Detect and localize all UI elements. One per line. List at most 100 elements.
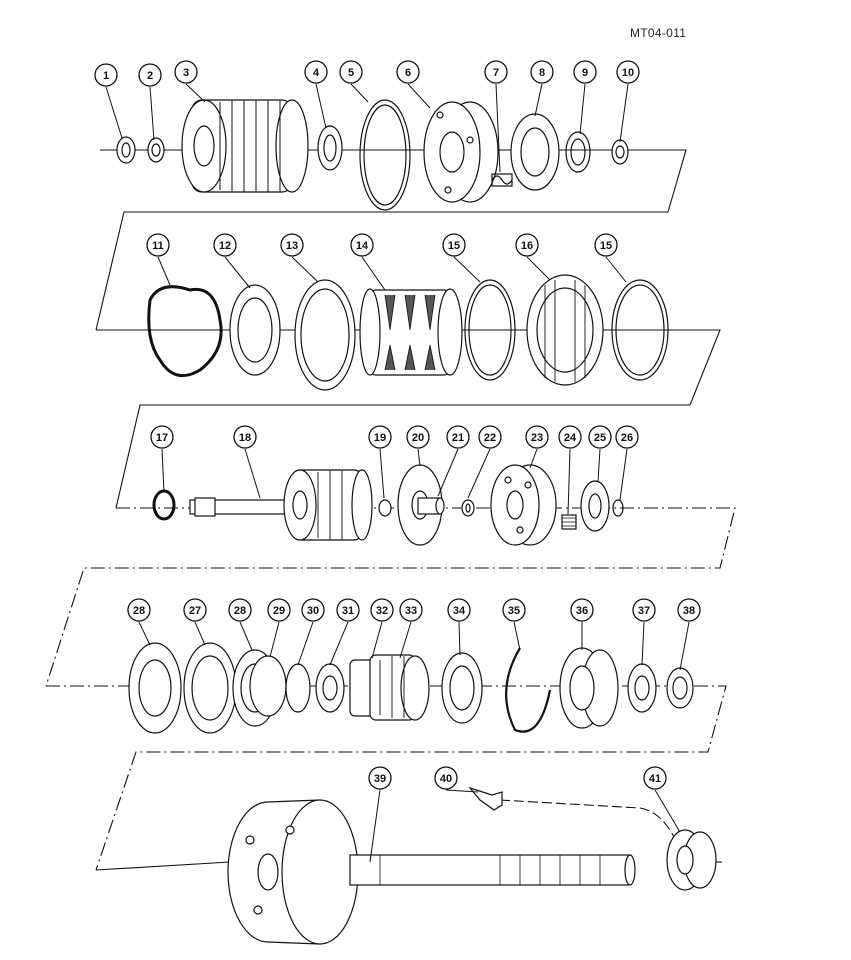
callout-number: 34 (453, 605, 466, 617)
callout-29: 29 (267, 598, 291, 622)
callout-number: 15 (600, 240, 612, 252)
callout-circle (447, 598, 471, 622)
callout-number: 14 (356, 240, 369, 252)
callout-20: 20 (406, 425, 430, 449)
callout-circle (632, 598, 656, 622)
part-21 (417, 497, 445, 515)
callout-circle (502, 598, 526, 622)
part-23 (490, 464, 557, 546)
callout-circle (301, 598, 325, 622)
callout-circle (396, 60, 420, 84)
callout-leader (291, 256, 319, 283)
callout-number: 24 (564, 432, 577, 444)
callout-12: 12 (213, 233, 237, 257)
callout-circle (594, 233, 618, 257)
callout-number: 25 (594, 432, 606, 444)
callout-number: 4 (313, 67, 320, 79)
callout-number: 3 (183, 67, 189, 79)
callout-number: 1 (103, 70, 109, 82)
callout-leader (224, 256, 251, 289)
callout-number: 31 (342, 605, 354, 617)
part-36 (559, 647, 619, 729)
callout-number: 30 (307, 605, 319, 617)
callout-number: 19 (374, 432, 386, 444)
part-15-b (611, 279, 669, 381)
callout-circle (233, 425, 257, 449)
callout-number: 20 (412, 432, 424, 444)
callout-circle (446, 425, 470, 449)
callout-17: 17 (150, 425, 174, 449)
part-4 (317, 125, 343, 171)
callout-number: 7 (493, 67, 499, 79)
part-5 (359, 99, 411, 211)
callout-circle (94, 63, 118, 87)
callout-leader (369, 789, 381, 863)
callout-1: 1 (94, 63, 118, 87)
callout-number: 21 (452, 432, 464, 444)
callout-circle (588, 425, 612, 449)
callout-32: 32 (370, 598, 394, 622)
callout-number: 23 (531, 432, 543, 444)
callout-number: 28 (234, 605, 246, 617)
callout-circle (478, 425, 502, 449)
part-2 (147, 137, 165, 163)
callout-leader (239, 621, 253, 651)
part-7 (491, 173, 513, 187)
callout-circle (183, 598, 207, 622)
callout-22: 22 (478, 425, 502, 449)
callout-leader (597, 448, 601, 483)
callout-leader (194, 621, 206, 646)
callout-35: 35 (502, 598, 526, 622)
callout-15: 15 (594, 233, 618, 257)
callout-number: 40 (440, 773, 452, 785)
parts-illustrations (116, 99, 717, 945)
callout-leader (526, 256, 551, 281)
part-39 (227, 799, 636, 945)
callout-circle (267, 598, 291, 622)
part-3 (181, 99, 309, 193)
callout-6: 6 (396, 60, 420, 84)
callout-41: 41 (643, 766, 667, 790)
part-37 (627, 663, 657, 713)
callout-number: 22 (484, 432, 496, 444)
callout-number: 39 (374, 773, 386, 785)
callout-number: 17 (156, 432, 168, 444)
callout-number: 6 (405, 67, 411, 79)
callout-18: 18 (233, 425, 257, 449)
callout-leader (679, 621, 690, 671)
callout-number: 5 (348, 67, 354, 79)
callout-circle (484, 60, 508, 84)
callout-leader (244, 448, 261, 499)
callout-28: 28 (228, 598, 252, 622)
callout-34: 34 (447, 598, 471, 622)
part-34 (441, 652, 483, 724)
callout-leader (149, 86, 155, 141)
part-10 (611, 139, 629, 165)
callout-circle (150, 425, 174, 449)
callout-circle (515, 233, 539, 257)
part-33 (369, 654, 430, 721)
callout-circle (370, 598, 394, 622)
callout-number: 10 (622, 67, 634, 79)
callout-number: 13 (286, 240, 298, 252)
callout-14: 14 (350, 233, 374, 257)
callout-circle (350, 233, 374, 257)
callout-circle (442, 233, 466, 257)
callout-21: 21 (446, 425, 470, 449)
callout-leader (534, 83, 543, 117)
callout-circle (434, 766, 458, 790)
callout-circle (399, 598, 423, 622)
callout-leader (185, 83, 206, 103)
callout-circle (228, 598, 252, 622)
part-40 (468, 786, 503, 811)
callout-number: 9 (582, 67, 588, 79)
callout-36: 36 (570, 598, 594, 622)
callout-circle (525, 425, 549, 449)
callout-leader (453, 256, 481, 283)
callout-leader (437, 448, 459, 497)
callout-leader (513, 621, 521, 651)
callout-number: 38 (683, 605, 695, 617)
part-6 (423, 101, 499, 203)
part-9 (565, 131, 591, 173)
callout-leader (529, 448, 538, 469)
